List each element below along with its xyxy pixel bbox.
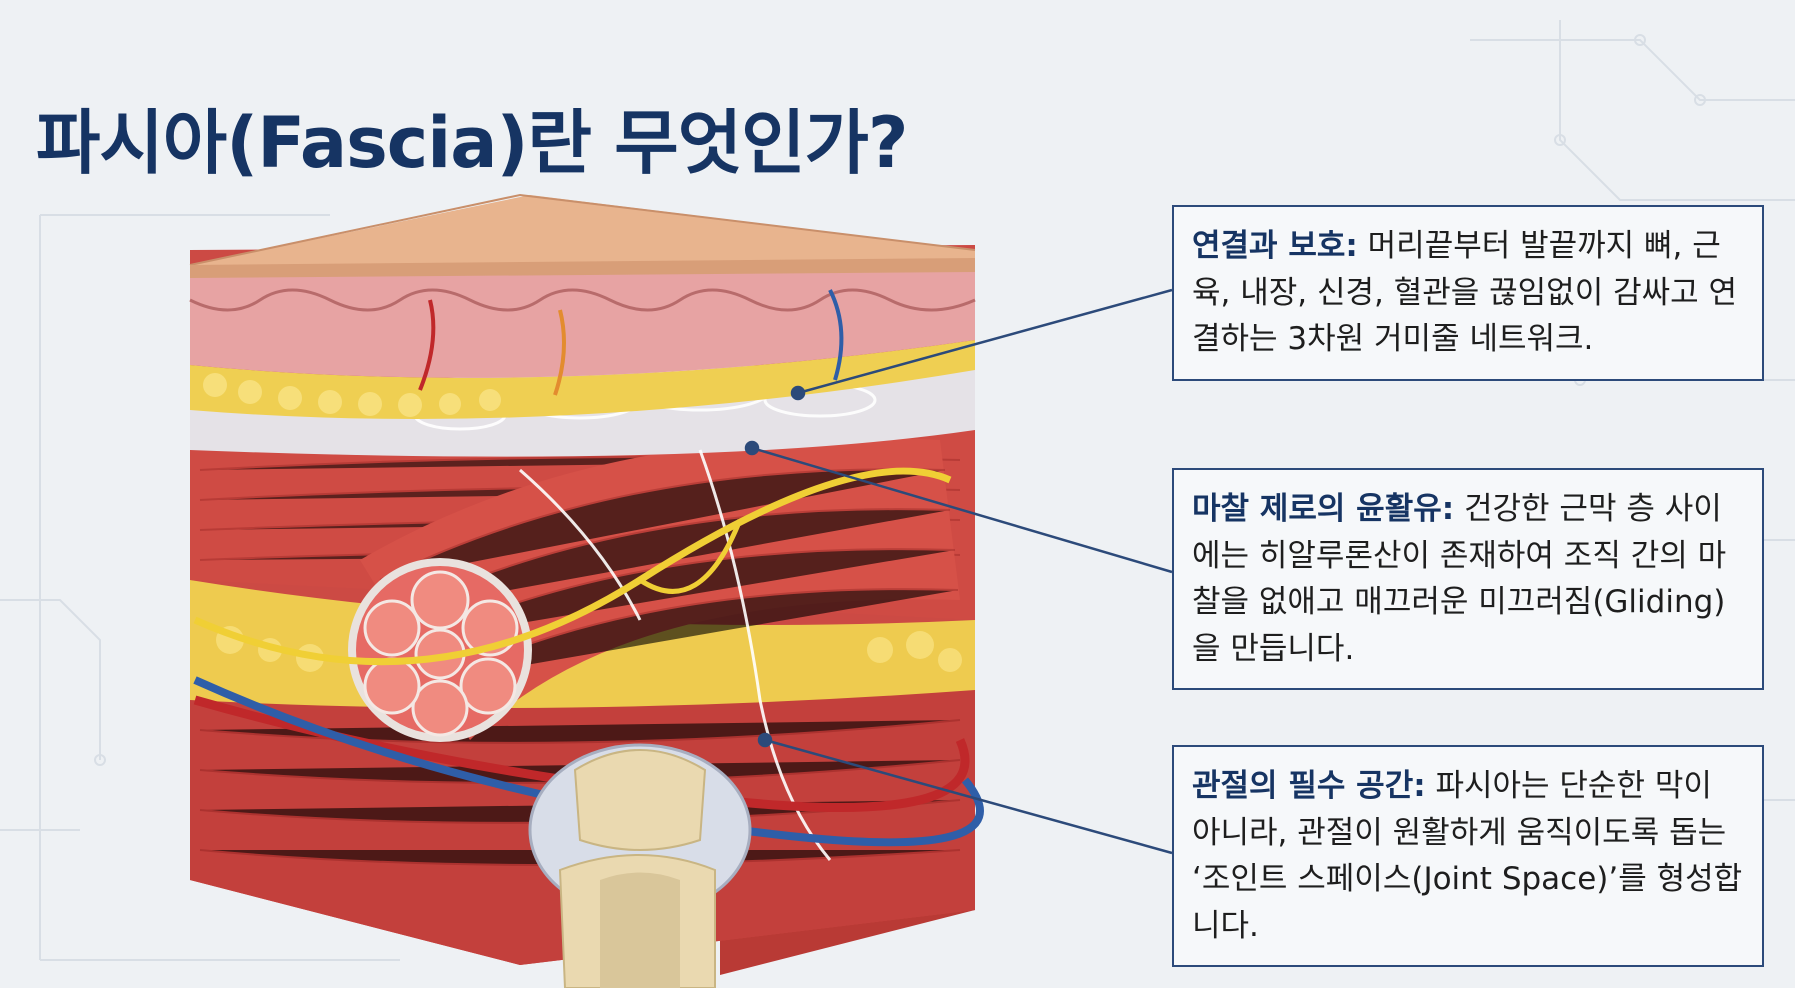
joint-bone [528, 743, 752, 988]
nerve-yellow [193, 467, 952, 666]
upper-fat-layer [190, 340, 975, 419]
dermis-layer [190, 260, 975, 378]
callout-connection-protection: 연결과 보호: 머리끝부터 발끝까지 뼈, 근육, 내장, 신경, 혈관을 끊임… [1172, 205, 1764, 381]
callout-frictionless-lubricant: 마찰 제로의 윤활유: 건강한 근막 층 사이에는 히알루론산이 존재하여 조직… [1172, 468, 1764, 690]
callout-body: 건강한 근막 층 사이에는 히알루론산이 존재하여 조직 간의 마찰을 없애고 … [1192, 491, 1727, 667]
callout-body: 파시아는 단순한 막이 아니라, 관절이 원활하게 움직이도록 돕는 ‘조인트 … [1192, 768, 1743, 944]
callout-body: 머리끝부터 발끝까지 뼈, 근육, 내장, 신경, 혈관을 끊임없이 감싸고 연… [1192, 228, 1738, 357]
callout-heading: 관절의 필수 공간: [1192, 768, 1426, 804]
callout-joint-space: 관절의 필수 공간: 파시아는 단순한 막이 아니라, 관절이 원활하게 움직이… [1172, 745, 1764, 967]
skin-top-surface [190, 195, 975, 272]
callout-heading: 마찰 제로의 윤활유: [1192, 491, 1455, 527]
muscle-cross-section [348, 558, 532, 742]
callout-heading: 연결과 보호: [1192, 228, 1358, 264]
page-title: 파시아(Fascia)란 무엇인가? [36, 101, 909, 184]
